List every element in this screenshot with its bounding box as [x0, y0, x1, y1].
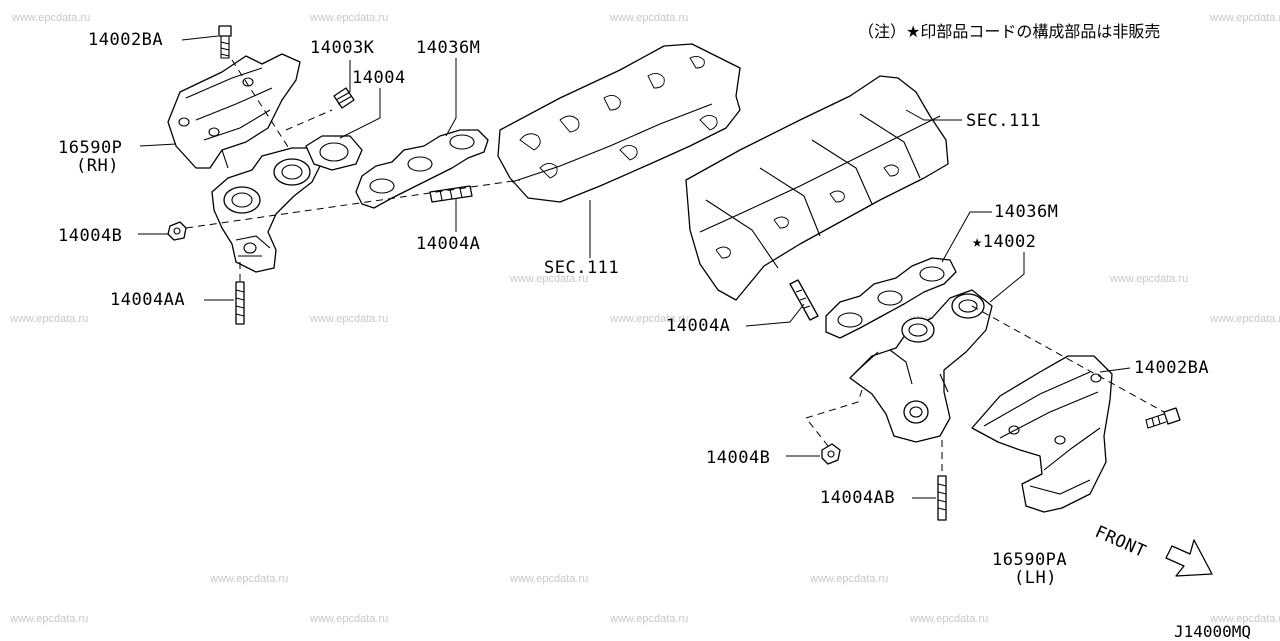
front-arrow-icon	[1165, 539, 1213, 577]
watermark: www.epcdata.ru	[12, 12, 91, 24]
watermark: www.epcdata.ru	[310, 12, 389, 24]
label-14036m-rh: 14036M	[416, 38, 481, 58]
label-14004aa: 14004AA	[110, 290, 186, 310]
label-14004a-lh: 14004A	[666, 316, 731, 336]
label-14004b-lh: 14004B	[706, 448, 771, 468]
label-14002: ★14002	[972, 232, 1037, 252]
watermark: www.epcdata.ru	[910, 613, 989, 625]
label-14004b-rh: 14004B	[58, 226, 123, 246]
watermark: www.epcdata.ru	[1210, 613, 1280, 625]
watermark: www.epcdata.ru	[810, 573, 889, 585]
label-14004: 14004	[352, 68, 406, 88]
watermark: www.epcdata.ru	[1110, 273, 1189, 285]
nut-14004b-rh	[167, 221, 187, 241]
heat-insulator-lh	[971, 355, 1113, 513]
stud-14004a-lh	[789, 279, 819, 321]
stud-14004ab	[937, 475, 947, 521]
label-14004a-rh: 14004A	[416, 234, 481, 254]
gasket-14004	[305, 135, 363, 171]
watermark: www.epcdata.ru	[610, 313, 689, 325]
gasket-14036m-rh	[355, 129, 489, 209]
not-for-sale-note: （注）★印部品コードの構成部品は非販売	[858, 22, 1161, 41]
stud-14004a-rh	[429, 185, 473, 203]
watermark: www.epcdata.ru	[10, 613, 89, 625]
label-lh: (LH)	[1014, 568, 1057, 588]
cylinder-head-lh	[685, 75, 949, 301]
label-14002ba-rh: 14002BA	[88, 30, 164, 50]
watermark: www.epcdata.ru	[610, 613, 689, 625]
bolt-14002ba-rh	[218, 25, 232, 59]
exhaust-manifold-lh	[849, 289, 993, 443]
label-16590pa: 16590PA	[992, 550, 1068, 570]
watermark: www.epcdata.ru	[1210, 12, 1280, 24]
diagram-code: J14000MQ	[1174, 622, 1252, 641]
label-rh: (RH)	[76, 156, 119, 176]
exhaust-manifold-rh	[211, 147, 323, 273]
watermark: www.epcdata.ru	[510, 273, 589, 285]
watermark: www.epcdata.ru	[310, 613, 389, 625]
oxygen-sensor	[333, 87, 355, 109]
label-14004ab: 14004AB	[820, 488, 896, 508]
label-16590p: 16590P	[58, 138, 123, 158]
bolt-14002ba-lh	[1145, 407, 1181, 429]
watermark: www.epcdata.ru	[10, 313, 89, 325]
heat-insulator-rh	[167, 53, 301, 169]
gasket-14036m-lh	[825, 257, 957, 339]
watermark: www.epcdata.ru	[610, 12, 689, 24]
label-sec111-lower: SEC.111	[544, 258, 620, 278]
label-sec111-upper: SEC.111	[966, 111, 1042, 131]
label-14002ba-lh: 14002BA	[1134, 358, 1210, 378]
label-14036m-lh: 14036M	[994, 202, 1059, 222]
label-14003k: 14003K	[310, 38, 375, 58]
watermark: www.epcdata.ru	[1210, 313, 1280, 325]
stud-14004aa	[235, 281, 245, 325]
cylinder-head-rh	[497, 43, 741, 203]
watermark: www.epcdata.ru	[210, 573, 289, 585]
watermark: www.epcdata.ru	[310, 313, 389, 325]
nut-14004b-lh	[821, 443, 841, 465]
watermark: www.epcdata.ru	[510, 573, 589, 585]
